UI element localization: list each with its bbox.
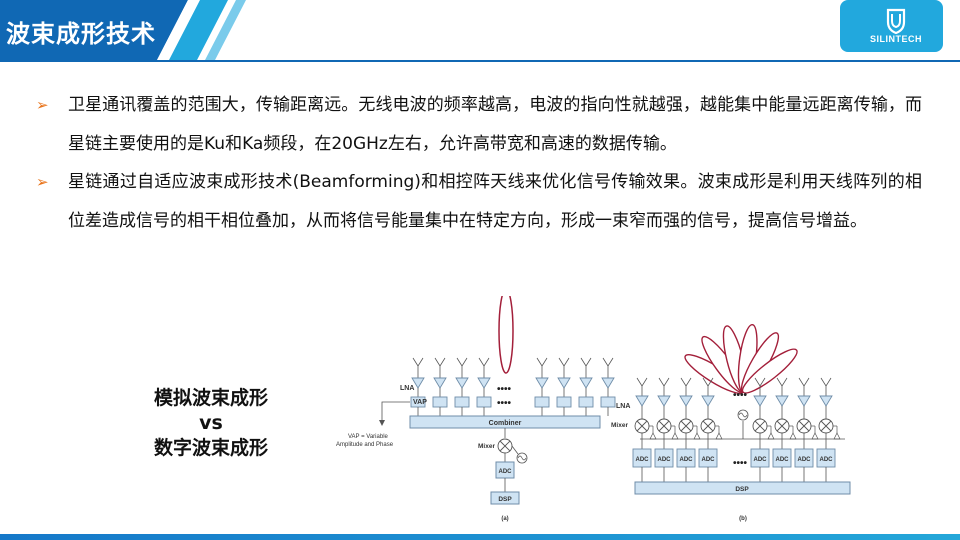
antenna-icon xyxy=(580,357,592,378)
mixer-label-b: Mixer xyxy=(611,422,628,429)
bullet-item: ➢ 星链通过自适应波束成形技术(Beamforming)和相控阵天线来优化信号传… xyxy=(36,163,922,240)
antenna-icon xyxy=(702,377,714,396)
bullet-item: ➢ 卫星通讯覆盖的范围大，传输距离远。无线电波的频率越高，电波的指向性就越强，越… xyxy=(36,86,922,163)
adc-label: ADC xyxy=(754,457,768,463)
lna-triangle xyxy=(819,395,833,407)
bullet-list: ➢ 卫星通讯覆盖的范围大，传输距离远。无线电波的频率越高，电波的指向性就越强，越… xyxy=(36,86,922,240)
analog-diagram: LNA VAP •••• •••• Combiner VAP = Variabl… xyxy=(336,288,616,522)
lna-triangle xyxy=(701,395,715,407)
lna-label-b: LNA xyxy=(616,403,630,410)
arrow-bullet-icon: ➢ xyxy=(36,173,49,191)
lna-triangle xyxy=(797,395,811,407)
vap-block xyxy=(476,396,492,408)
header-background xyxy=(0,0,960,62)
antenna-icon xyxy=(536,357,548,378)
adc-label: ADC xyxy=(680,457,694,463)
vap-block xyxy=(454,396,470,408)
vs-label: vs xyxy=(199,412,223,434)
caption-a: (a) xyxy=(501,516,508,522)
antenna-icon xyxy=(754,377,766,396)
lna-triangle xyxy=(433,377,447,389)
adc-label: ADC xyxy=(636,457,650,463)
antenna-icon xyxy=(798,377,810,396)
mixer-label-a: Mixer xyxy=(478,443,495,450)
antenna-icon xyxy=(478,357,490,378)
lna-triangle xyxy=(635,395,649,407)
antenna-icon xyxy=(412,357,424,378)
logo-text: SILINTECH xyxy=(869,34,922,44)
dsp-block-a xyxy=(490,491,520,505)
radiation-lobe xyxy=(741,348,798,394)
shield-icon xyxy=(886,8,906,34)
lna-triangle xyxy=(601,377,615,389)
dots-a1: •••• xyxy=(497,384,512,395)
header-banner: 波束成形技术 SILINTECH xyxy=(0,0,960,62)
vap-note-2: Amplitude and Phase xyxy=(336,442,394,448)
adc-label: ADC xyxy=(658,457,672,463)
lna-triangle xyxy=(753,395,767,407)
lna-triangle xyxy=(455,377,469,389)
lna-label-a: LNA xyxy=(400,385,414,392)
lna-triangle xyxy=(657,395,671,407)
lna-triangle xyxy=(535,377,549,389)
antenna-icon xyxy=(636,377,648,396)
lna-triangle xyxy=(477,377,491,389)
digital-label: 数字波束成形 xyxy=(153,437,268,459)
vap-block xyxy=(578,396,594,408)
lna-triangle xyxy=(557,377,571,389)
vap-note-1: VAP = Variable xyxy=(348,434,389,440)
dots-b2: •••• xyxy=(733,458,748,469)
analog-label: 模拟波束成形 xyxy=(153,387,268,409)
caption-b: (b) xyxy=(739,516,747,522)
lna-triangle xyxy=(679,395,693,407)
vap-block xyxy=(534,396,550,408)
bullet-text: 星链通过自适应波束成形技术(Beamforming)和相控阵天线来优化信号传输效… xyxy=(68,172,922,231)
antenna-icon xyxy=(558,357,570,378)
adc-label-a: ADC xyxy=(499,469,513,475)
dots-a2: •••• xyxy=(497,398,512,409)
combiner-label: Combiner xyxy=(489,420,522,427)
footer-bar xyxy=(0,534,960,540)
dsp-label-b: DSP xyxy=(735,486,749,493)
vap-block xyxy=(600,396,616,408)
lna-triangle xyxy=(411,377,425,389)
dsp-block-b xyxy=(634,481,851,495)
lna-triangle xyxy=(579,377,593,389)
dsp-label-a: DSP xyxy=(498,496,512,503)
antenna-icon xyxy=(456,357,468,378)
antenna-icon xyxy=(820,377,832,396)
page-title: 波束成形技术 xyxy=(6,20,156,48)
vap-label: VAP xyxy=(413,399,427,406)
antenna-icon xyxy=(776,377,788,396)
antenna-icon xyxy=(658,377,670,396)
company-logo: SILINTECH xyxy=(848,4,944,50)
vap-block xyxy=(432,396,448,408)
comparison-label: 模拟波束成形 vs 数字波束成形 xyxy=(136,386,286,461)
adc-label: ADC xyxy=(776,457,790,463)
antenna-icon xyxy=(434,357,446,378)
lna-triangle xyxy=(775,395,789,407)
bullet-text: 卫星通讯覆盖的范围大，传输距离远。无线电波的频率越高，电波的指向性就越强，越能集… xyxy=(68,95,922,154)
antenna-icon xyxy=(680,377,692,396)
antenna-icon xyxy=(602,357,614,378)
dots-b1: •••• xyxy=(733,390,748,401)
beamforming-diagram: LNA VAP •••• •••• Combiner VAP = Variabl… xyxy=(330,288,860,530)
adc-label: ADC xyxy=(820,457,834,463)
adc-label: ADC xyxy=(702,457,716,463)
adc-label: ADC xyxy=(798,457,812,463)
beamforming-diagram-svg: LNA VAP •••• •••• Combiner VAP = Variabl… xyxy=(336,288,851,522)
arrow-bullet-icon: ➢ xyxy=(36,96,49,114)
vap-block xyxy=(556,396,572,408)
